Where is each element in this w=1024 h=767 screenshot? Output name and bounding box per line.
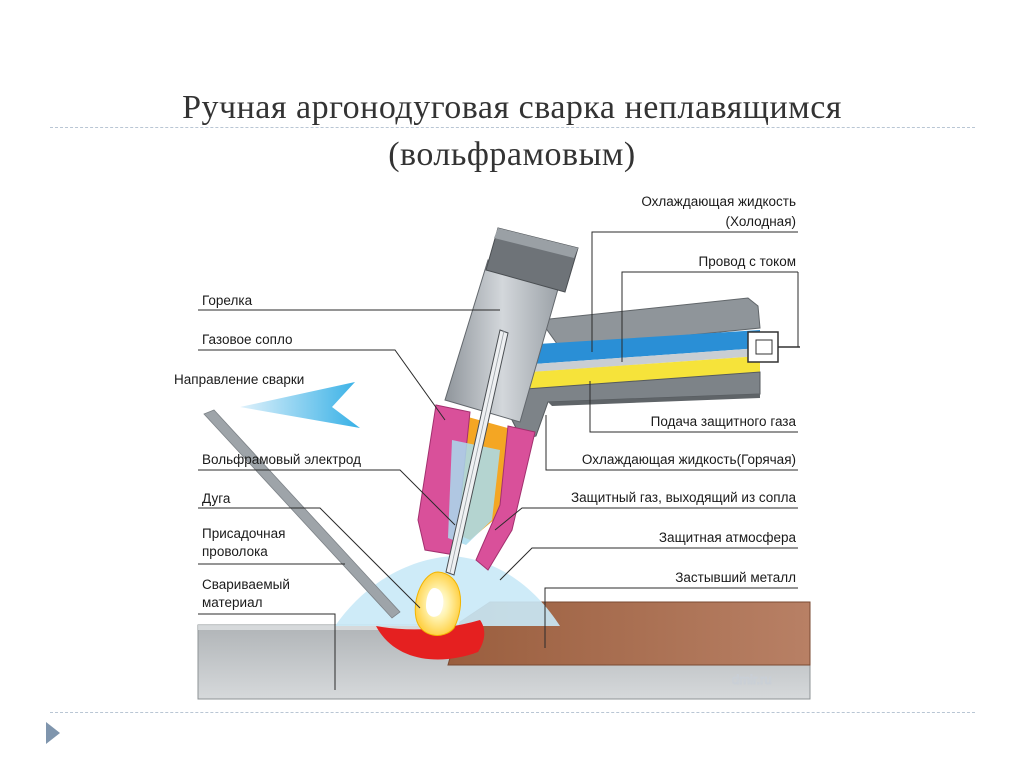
label-solid-metal: Застывший металл (675, 570, 796, 585)
current-wire-channel (518, 348, 760, 373)
filler-wire (203, 409, 401, 619)
welding-direction-arrow-icon (240, 382, 360, 428)
label-torch: Горелка (202, 293, 253, 308)
power-connector (747, 331, 779, 363)
label-filler-wire-1: Присадочная (202, 526, 285, 541)
title-line-1: Ручная аргонодуговая сварка неплавящимся (182, 89, 842, 126)
watermark-logo: dmir.ru (732, 672, 772, 687)
slide-nav-arrow-icon[interactable] (46, 722, 60, 744)
label-coolant-cold-2: (Холодная) (726, 214, 796, 229)
label-filler-wire-2: проволока (202, 544, 268, 559)
tungsten-electrode (445, 329, 509, 576)
right-leader-lines (494, 231, 799, 648)
title-line-2: (вольфрамовым) (388, 136, 636, 173)
label-current-wire: Провод с током (699, 254, 796, 269)
label-shield-gas-out: Защитный газ, выходящий из сопла (571, 490, 797, 505)
welding-arc (414, 571, 461, 636)
shield-gas-supply-channel (514, 356, 760, 390)
coolant-cold-channel (520, 330, 760, 365)
label-gas-nozzle: Газовое сопло (202, 332, 293, 347)
label-tungsten-electrode: Вольфрамовый электрод (202, 452, 361, 467)
weld-pool (376, 620, 485, 660)
label-workpiece-2: материал (202, 595, 262, 610)
slide-title: Ручная аргонодуговая сварка неплавящимся… (40, 84, 984, 178)
label-coolant-hot: Охлаждающая жидкость(Горячая) (582, 452, 796, 467)
gas-nozzle (417, 404, 536, 571)
label-coolant-cold-1: Охлаждающая жидкость (641, 194, 796, 209)
label-shield-gas-supply: Подача защитного газа (651, 414, 797, 429)
footer-divider (50, 712, 975, 713)
hose-bundle (507, 297, 800, 441)
label-weld-direction: Направление сварки (174, 372, 304, 387)
left-leader-lines (198, 309, 500, 690)
title-divider (50, 127, 975, 128)
label-arc: Дуга (202, 491, 231, 506)
label-shield-atmosphere: Защитная атмосфера (659, 530, 797, 545)
label-workpiece-1: Свариваемый (202, 577, 290, 592)
